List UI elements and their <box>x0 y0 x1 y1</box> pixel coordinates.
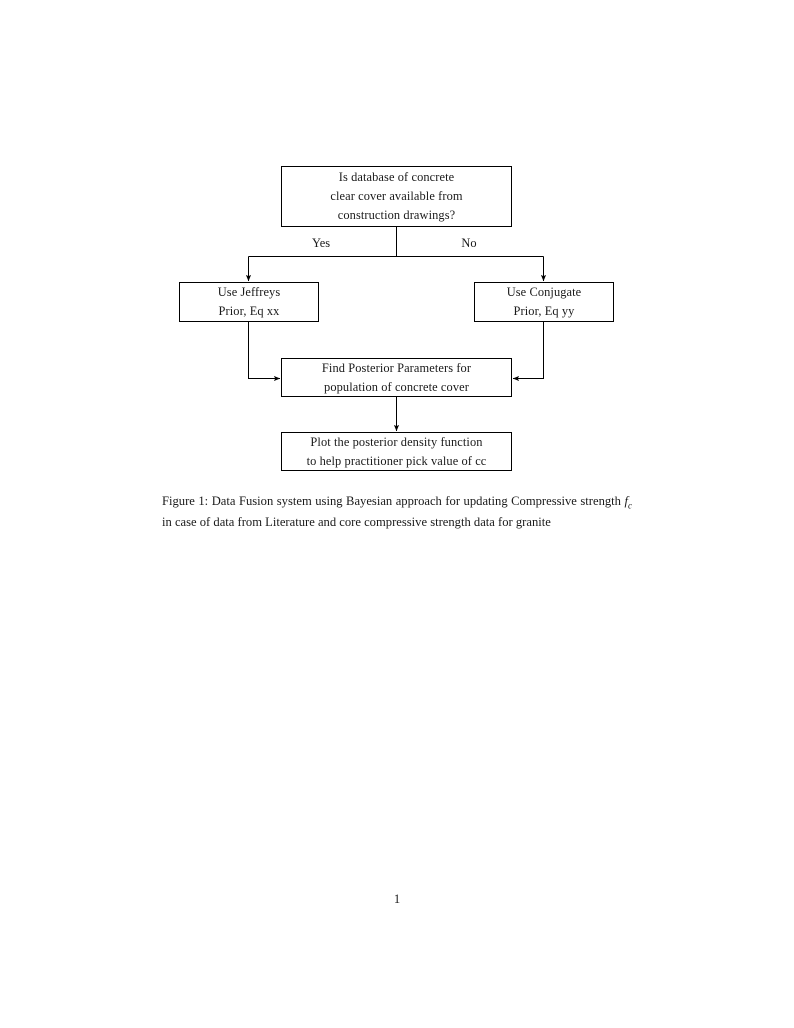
page-number: 1 <box>393 892 401 906</box>
node-plot-line-1: Plot the posterior density function <box>310 434 483 449</box>
node-decision-line-3: construction drawings? <box>337 207 456 222</box>
node-jeffreys-line-1: Use Jeffreys <box>217 285 281 300</box>
node-decision-line-1: Is database of concrete <box>338 170 455 185</box>
edge-label-yes: Yes <box>311 236 331 250</box>
flowchart-connectors <box>245 227 547 432</box>
figure-1: Is database of concrete clear cover avai… <box>0 0 794 500</box>
edge-conjugate-to-posterior <box>512 322 544 382</box>
caption-math-subscript: c <box>627 500 632 511</box>
node-plot-line-2: to help practitioner pick value of cc <box>306 453 487 468</box>
caption-label: Figure 1: <box>162 494 209 508</box>
caption-text-before: Data Fusion system using Bayesian approa… <box>208 494 625 508</box>
edge-jeffreys-to-posterior <box>248 322 281 382</box>
caption-text-after: in case of data from Literature and core… <box>162 514 551 529</box>
flow-node-jeffreys-prior: Use Jeffreys Prior, Eq xx <box>179 282 319 322</box>
flow-node-decision: Is database of concrete clear cover avai… <box>281 166 512 227</box>
edge-label-no: No <box>461 236 477 250</box>
node-posterior-line-2: population of concrete cover <box>324 379 469 394</box>
node-jeffreys-line-2: Prior, Eq xx <box>218 304 280 318</box>
flow-node-find-posterior: Find Posterior Parameters for population… <box>281 358 512 397</box>
node-conjugate-line-1: Use Conjugate <box>506 285 582 300</box>
flow-node-plot-density: Plot the posterior density function to h… <box>281 432 512 471</box>
flow-node-conjugate-prior: Use Conjugate Prior, Eq yy <box>474 282 614 322</box>
caption-math-fc: fc <box>624 494 632 511</box>
figure-caption: Figure 1: Data Fusion system using Bayes… <box>162 492 632 533</box>
node-decision-line-2: clear cover available from <box>330 189 463 204</box>
caption-math-symbol: f <box>624 494 628 508</box>
node-posterior-line-1: Find Posterior Parameters for <box>321 360 472 375</box>
node-conjugate-line-2: Prior, Eq yy <box>513 304 575 318</box>
